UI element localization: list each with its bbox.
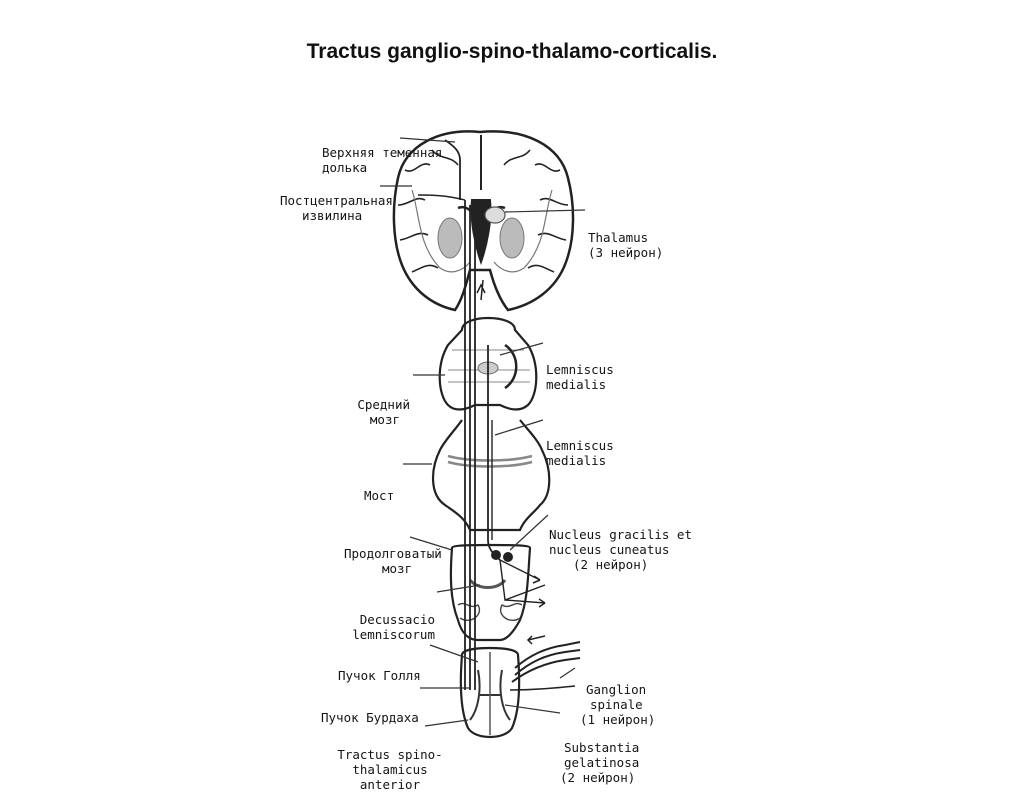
- ganglion-spinale: [509, 635, 581, 691]
- pons-section: [431, 419, 551, 532]
- spinal-cord-section: [459, 646, 521, 739]
- diagram-title: Tractus ganglio-spino-thalamo-corticalis…: [306, 40, 718, 63]
- label-burdach-fasciculus: Пучок Бурдаха: [321, 710, 419, 725]
- sensory-pathway-diagram: [380, 130, 586, 739]
- medulla-section: [449, 543, 532, 642]
- brain-coronal-section: [392, 130, 575, 312]
- ascending-tracts: [417, 139, 546, 690]
- label-goll-fasciculus: Пучок Голля: [338, 668, 421, 683]
- label-thalamus: Thalamus(3 нейрон): [588, 230, 664, 260]
- leader-lines: [380, 137, 586, 727]
- label-pons: Мост: [364, 488, 395, 503]
